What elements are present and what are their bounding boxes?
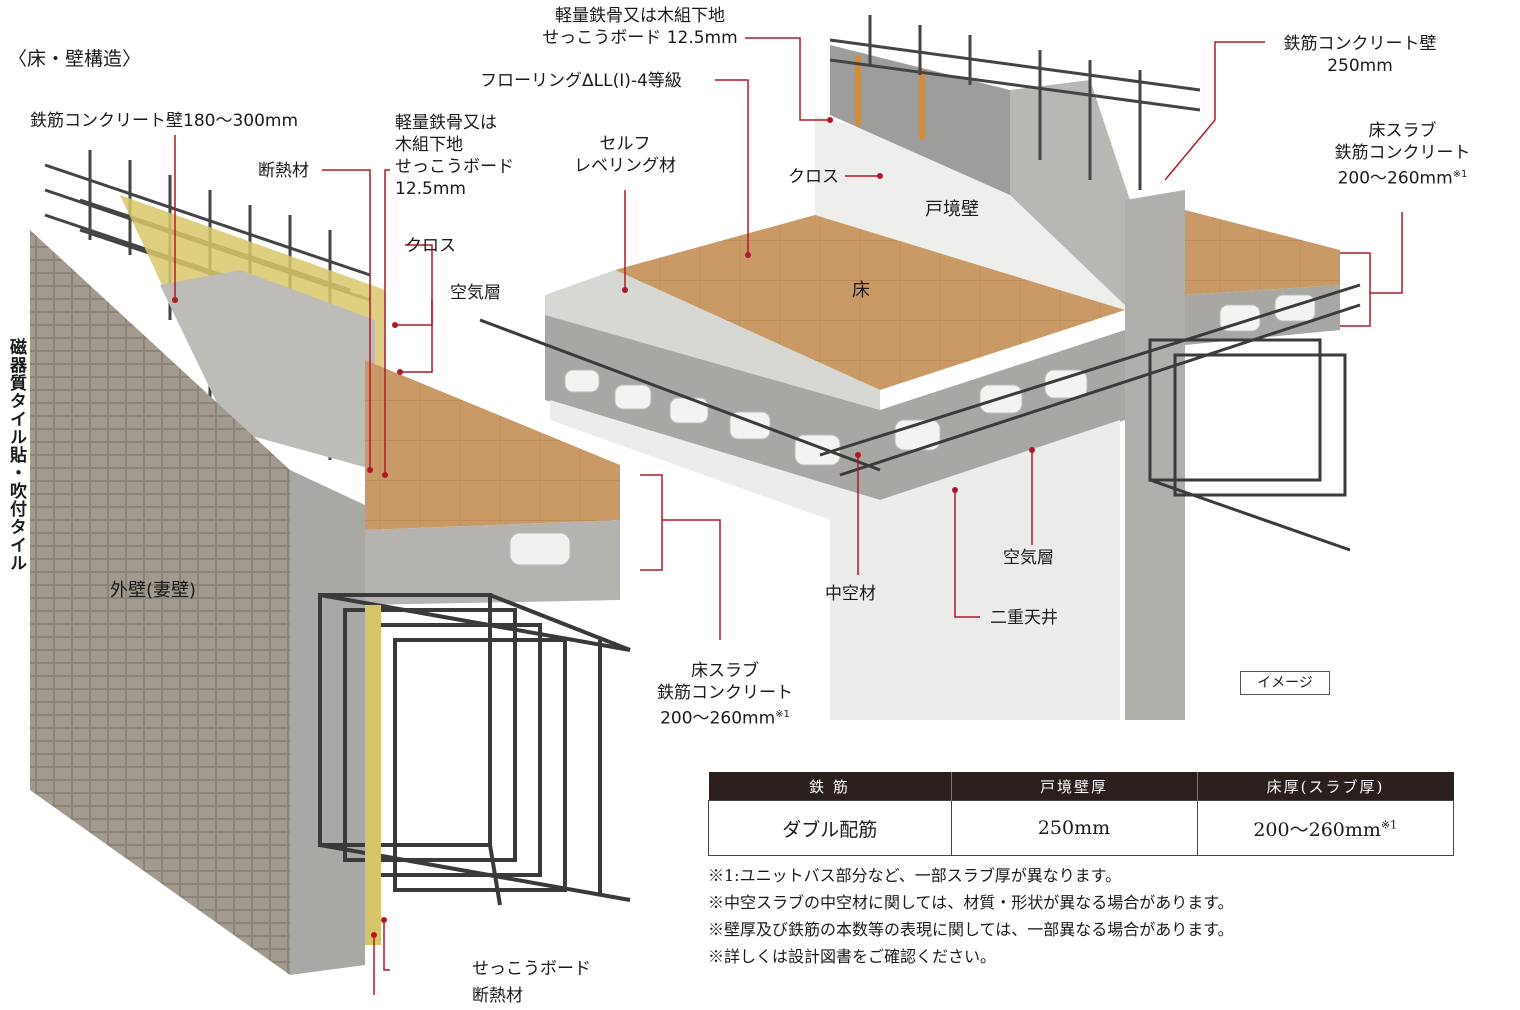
header-wall-thickness: 戸境壁厚 bbox=[951, 772, 1198, 801]
page-title: 〈床・壁構造〉 bbox=[8, 48, 142, 70]
label-tile-vertical: 磁器質タイル貼・吹付タイル bbox=[6, 338, 26, 572]
label-right-slab-line-1: 床スラブ bbox=[1368, 121, 1437, 141]
left-structure bbox=[30, 150, 631, 975]
spec-table-row: ダブル配筋 250mm 200〜260mm※1 bbox=[708, 800, 1454, 856]
label-right-gypsum-line-1: 軽量鉄骨又は木組下地 bbox=[555, 6, 725, 26]
label-self-leveling-line-2: レベリング材 bbox=[574, 156, 676, 176]
label-partition-wall: 戸境壁 bbox=[925, 199, 979, 220]
label-left-slab-note: ※1 bbox=[775, 709, 790, 720]
cell-rebar: ダブル配筋 bbox=[708, 800, 952, 856]
label-left-slab-line-1: 床スラブ bbox=[691, 661, 759, 681]
label-left-insulation-top: 断熱材 bbox=[258, 161, 309, 181]
header-slab-thickness: 床厚(スラブ厚) bbox=[1197, 772, 1454, 801]
left-concrete-core bbox=[160, 270, 375, 470]
label-left-gypsum-line-3: せっこうボード bbox=[395, 157, 514, 177]
left-bottom-insulation bbox=[365, 605, 381, 945]
label-exterior-wall: 外壁(妻壁) bbox=[110, 580, 197, 601]
label-left-cloth: クロス bbox=[405, 236, 456, 256]
note-3: ※壁厚及び鉄筋の本数等の表現に関しては、一部異なる場合があります。 bbox=[708, 920, 1234, 939]
header-rebar: 鉄 筋 bbox=[708, 772, 952, 801]
cell-slab-thickness-value: 200〜260mm bbox=[1253, 818, 1381, 841]
label-right-gypsum: 軽量鉄骨又は木組下地 せっこうボード 12.5mm bbox=[525, 5, 755, 49]
label-left-gypsum-line-1: 軽量鉄骨又は bbox=[395, 113, 497, 133]
label-right-gypsum-line-2: せっこうボード 12.5mm bbox=[542, 28, 738, 48]
right-structure bbox=[479, 15, 1361, 720]
label-left-slab: 床スラブ 鉄筋コンクリート 200〜260mm※1 bbox=[650, 660, 800, 730]
note-1: ※1:ユニットバス部分など、一部スラブ厚が異なります。 bbox=[708, 866, 1122, 885]
label-self-leveling-line-1: セルフ bbox=[599, 134, 651, 154]
label-right-slab: 床スラブ 鉄筋コンクリート 200〜260mm※1 bbox=[1320, 120, 1485, 190]
label-double-ceiling: 二重天井 bbox=[990, 608, 1058, 628]
spec-table: 鉄 筋 戸境壁厚 床厚(スラブ厚) ダブル配筋 250mm 200〜260mm※… bbox=[708, 772, 1454, 856]
label-left-gypsum-bottom: せっこうボード bbox=[472, 959, 591, 979]
spec-table-header: 鉄 筋 戸境壁厚 床厚(スラブ厚) bbox=[708, 772, 1454, 801]
left-hollow-block bbox=[509, 532, 571, 566]
double-ceiling-board bbox=[550, 400, 1120, 720]
self-leveling-layer bbox=[545, 270, 880, 410]
cell-slab-thickness-note: ※1 bbox=[1380, 818, 1398, 832]
notes: ※1:ユニットバス部分など、一部スラブ厚が異なります。 ※中空スラブの中空材に関… bbox=[708, 862, 1234, 970]
image-tag: イメージ bbox=[1240, 671, 1330, 695]
label-left-insulation-bottom: 断熱材 bbox=[472, 986, 523, 1006]
label-right-cloth: クロス bbox=[788, 167, 839, 187]
label-left-slab-line-2: 鉄筋コンクリート bbox=[657, 683, 793, 703]
label-hollow: 中空材 bbox=[825, 584, 876, 604]
label-left-slab-thickness: 200〜260mm bbox=[660, 708, 776, 729]
right-flooring bbox=[615, 215, 1125, 390]
label-right-slab-thickness: 200〜260mm bbox=[1337, 168, 1453, 189]
label-self-leveling: セルフ レベリング材 bbox=[560, 133, 690, 177]
right-flooring-adjacent bbox=[1185, 210, 1340, 295]
right-column-rebar bbox=[1148, 338, 1351, 552]
rc-wall-column bbox=[1125, 190, 1185, 720]
note-2: ※中空スラブの中空材に関しては、材質・形状が異なる場合があります。 bbox=[708, 893, 1234, 912]
label-flooring: フローリングΔLL(I)-4等級 bbox=[480, 71, 682, 91]
note-4: ※詳しくは設計図書をご確認ください。 bbox=[708, 947, 997, 966]
cell-slab-thickness: 200〜260mm※1 bbox=[1196, 800, 1454, 856]
right-wall-rebar bbox=[829, 15, 1201, 190]
label-right-rc-wall: 鉄筋コンクリート壁 250mm bbox=[1270, 33, 1450, 77]
left-flooring bbox=[365, 360, 620, 530]
label-left-gypsum-line-2: 木組下地 bbox=[395, 135, 463, 155]
label-left-gypsum: 軽量鉄骨又は 木組下地 せっこうボード 12.5mm bbox=[395, 112, 514, 200]
label-right-air-layer: 空気層 bbox=[1003, 548, 1054, 568]
right-slab bbox=[545, 315, 1125, 500]
partition-cloth-wall bbox=[815, 115, 1125, 310]
label-right-rc-wall-line-1: 鉄筋コンクリート壁 bbox=[1283, 34, 1437, 54]
label-left-rc-wall: 鉄筋コンクリート壁180〜300mm bbox=[30, 111, 299, 131]
left-slab bbox=[365, 520, 620, 605]
label-left-air-layer: 空気層 bbox=[450, 283, 501, 303]
tile-wall-front bbox=[30, 230, 290, 975]
label-left-gypsum-line-4: 12.5mm bbox=[395, 179, 466, 199]
leader-lines bbox=[174, 37, 1403, 995]
label-right-rc-wall-line-2: 250mm bbox=[1327, 56, 1393, 76]
right-slab-rebar bbox=[479, 283, 1361, 477]
label-floor: 床 bbox=[852, 280, 870, 301]
leader-dots bbox=[172, 117, 1035, 938]
tile-wall-edge bbox=[290, 470, 365, 975]
cell-wall-thickness: 250mm bbox=[950, 800, 1198, 856]
label-right-slab-line-2: 鉄筋コンクリート bbox=[1334, 143, 1471, 163]
label-right-slab-note: ※1 bbox=[1452, 169, 1468, 180]
